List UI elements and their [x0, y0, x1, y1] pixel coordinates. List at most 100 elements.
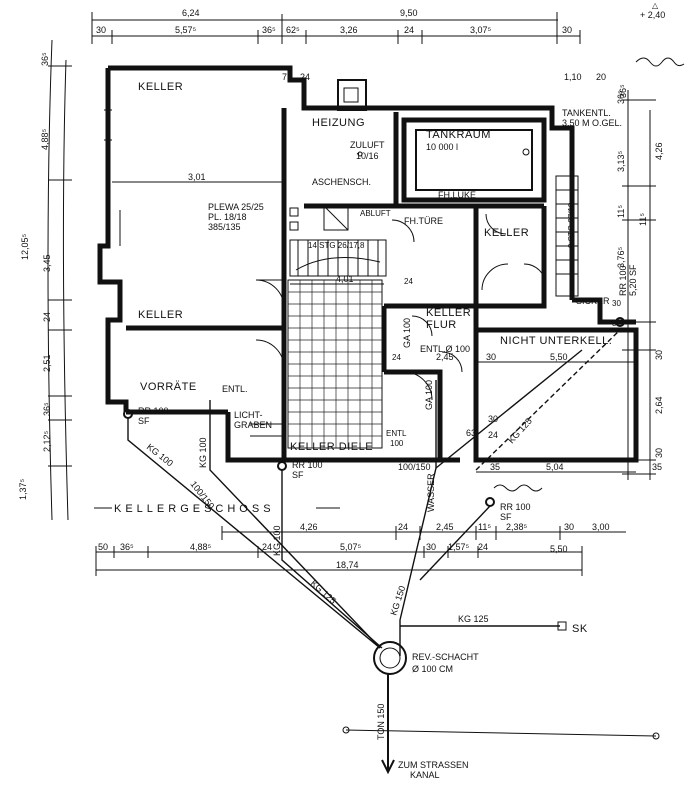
dim-right-115b: 11⁵ [638, 213, 648, 226]
label-kg100-v: KG 100 [198, 437, 208, 468]
dim-right-365: 36⁵ [616, 90, 626, 104]
label-rev-size: Ø 100 CM [412, 664, 453, 674]
label-tankentl: TANKENTL. [562, 108, 611, 118]
dim-35a: 35 [490, 462, 500, 472]
label-aschensch: ASCHENSCH. [312, 177, 371, 187]
dim-top-h: 3,07⁵ [470, 25, 492, 35]
label-rev-schacht: REV.-SCHACHT [412, 652, 479, 662]
label-sf-c: SF [500, 512, 512, 522]
room-kellerdiele: KELLER DIELE [290, 441, 373, 453]
dim-top-a: 6,24 [182, 8, 200, 18]
fixtures [289, 148, 530, 231]
dim-right-3765: 3,76⁵ [616, 246, 626, 268]
dim-left-365: 36⁵ [40, 52, 50, 66]
label-ton150: TON 150 [376, 704, 386, 740]
dim-left-212: 2,12⁵ [42, 430, 52, 452]
dim-550a: 5,50 [550, 352, 568, 362]
dim-top-d: 36⁵ [262, 25, 276, 35]
label-stairs: 14 STG 26/17,8 [308, 241, 365, 250]
room-nicht-unterkell: NICHT UNTERKELL. [500, 335, 612, 347]
label-rr100-b: RR 100 [292, 460, 323, 470]
walls [97, 65, 639, 463]
dim-bot-2385: 2,38⁵ [506, 522, 528, 532]
room-keller-mid: KELLER [138, 309, 183, 321]
downpipe-c-icon [485, 497, 495, 507]
label-rr100-d: RR 100 [618, 265, 628, 296]
rev-schacht-icon [373, 641, 407, 675]
label-kg100-b: KG 100 [272, 525, 282, 556]
dim-bot-245: 2,45 [436, 522, 454, 532]
dim-bot-5075: 5,07⁵ [340, 542, 362, 552]
dim-bot-550: 5,50 [550, 544, 568, 554]
dim-top-f: 3,26 [340, 25, 358, 35]
stair-side-label: 9 STG 27/18 [567, 202, 576, 248]
label-zuluft-size: 10/16 [356, 151, 379, 161]
dim-bot-24: 24 [398, 522, 408, 532]
label-entl: ENTL. [222, 384, 248, 394]
dim-right-3135: 3,13⁵ [616, 150, 626, 172]
bottom-dimensions: 4,26 24 2,45 11⁵ 2,38⁵ 30 3,00 50 36⁵ 4,… [95, 522, 626, 576]
label-tank-capacity: 10 000 l [426, 142, 458, 152]
dim-bot-1575: 1,57⁵ [448, 542, 470, 552]
handwritten-note-icon [635, 57, 685, 67]
dim-bot-30b: 30 [426, 542, 436, 552]
dim-left-251: 2,51 [42, 354, 52, 372]
dim-245: 2,45 [436, 352, 454, 362]
label-sk: SK [572, 623, 588, 635]
label-zuluft: ZULUFT [350, 140, 385, 150]
dim-right-35: 35 [652, 462, 662, 472]
dim-401: 4,01 [336, 274, 354, 284]
label-abluft: ABLUFT [360, 209, 391, 218]
room-labels: KELLER HEIZUNG ZULUFT 10/16 TANKRAUM 10 … [138, 81, 622, 453]
label-graben: GRABEN [234, 420, 272, 430]
room-tankraum: TANKRAUM [426, 129, 491, 141]
label-ga100: GA 100 [424, 380, 434, 410]
tile-grid [287, 279, 383, 449]
dim-365-right-top: 36⁵ [618, 84, 628, 98]
windows [104, 109, 284, 437]
left-dimensions: 36⁵ 4,88⁵ 12,05⁵ 3,45 24 2,51 36⁵ 2,12⁵ … [18, 39, 72, 521]
label-wasser: WASSER [426, 473, 436, 512]
label-plewa-3: 385/135 [208, 222, 241, 232]
dim-24a: 24 [300, 72, 310, 82]
label-kg100-a: KG 100 [145, 442, 175, 469]
label-kg125-b: KG 125 [506, 416, 534, 445]
label-rr100-a: RR 100 [138, 406, 169, 416]
dim-right-264: 2,64 [654, 396, 664, 414]
dim-left-345: 3,45 [42, 254, 52, 272]
label-kanal: KANAL [410, 770, 440, 780]
room-keller-flur-2: FLUR [426, 319, 457, 331]
room-vorraete: VORRÄTE [140, 381, 197, 393]
dim-30b: 30 [488, 414, 498, 424]
doors [255, 213, 547, 401]
label-rr100-c: RR 100 [500, 502, 531, 512]
dim-top-overall: 9,50 [400, 8, 418, 18]
top-dimensions: 6,24 9,50 30 5,57⁵ 36⁵ 62⁵ 3,26 24 3,07⁵… [91, 1, 665, 44]
right-dimensions: 36⁵ 3,13⁵ 4,26 11⁵ 3,76⁵ 11⁵ 30 2,64 30 … [616, 90, 664, 480]
label-sf-d: 5,20 SF [628, 264, 638, 296]
dim-top-i: 30 [562, 25, 572, 35]
dim-top-b: 30 [96, 25, 106, 35]
room-keller-top: KELLER [138, 81, 183, 93]
label-entl-b-val: 100 [390, 439, 404, 448]
geschoss-title-group: KELLERGESCHOSS [94, 503, 340, 515]
dim-plus-240: + 2,40 [640, 10, 665, 20]
dim-top-c: 5,57⁵ [175, 25, 197, 35]
dim-left-488: 4,88⁵ [40, 128, 50, 150]
dim-bot-24c: 24 [478, 542, 488, 552]
dim-top-g: 24 [404, 25, 414, 35]
room-keller-right: KELLER [484, 227, 529, 239]
drainage [123, 317, 660, 775]
geschoss-title: KELLERGESCHOSS [114, 503, 275, 515]
dim-30a: 30 [486, 352, 496, 362]
dim-110: 1,10 [564, 72, 582, 82]
dim-24b: 24 [404, 277, 413, 286]
label-fh-tuere: FH.TÜRE [404, 216, 443, 226]
label-plewa-1: PLEWA 25/25 [208, 202, 264, 212]
label-kg100-150: 100/150 [398, 462, 431, 472]
interior-dimensions: 3,01 4,01 75 24 1,10 20 36⁵ 24 24 2,45 3… [112, 72, 636, 473]
level-triangle-icon: △ [652, 1, 659, 10]
label-plewa-2: PL. 18/18 [208, 212, 247, 222]
dim-bot-365: 36⁵ [120, 542, 134, 552]
dim-left-1205: 12,05⁵ [20, 233, 30, 260]
